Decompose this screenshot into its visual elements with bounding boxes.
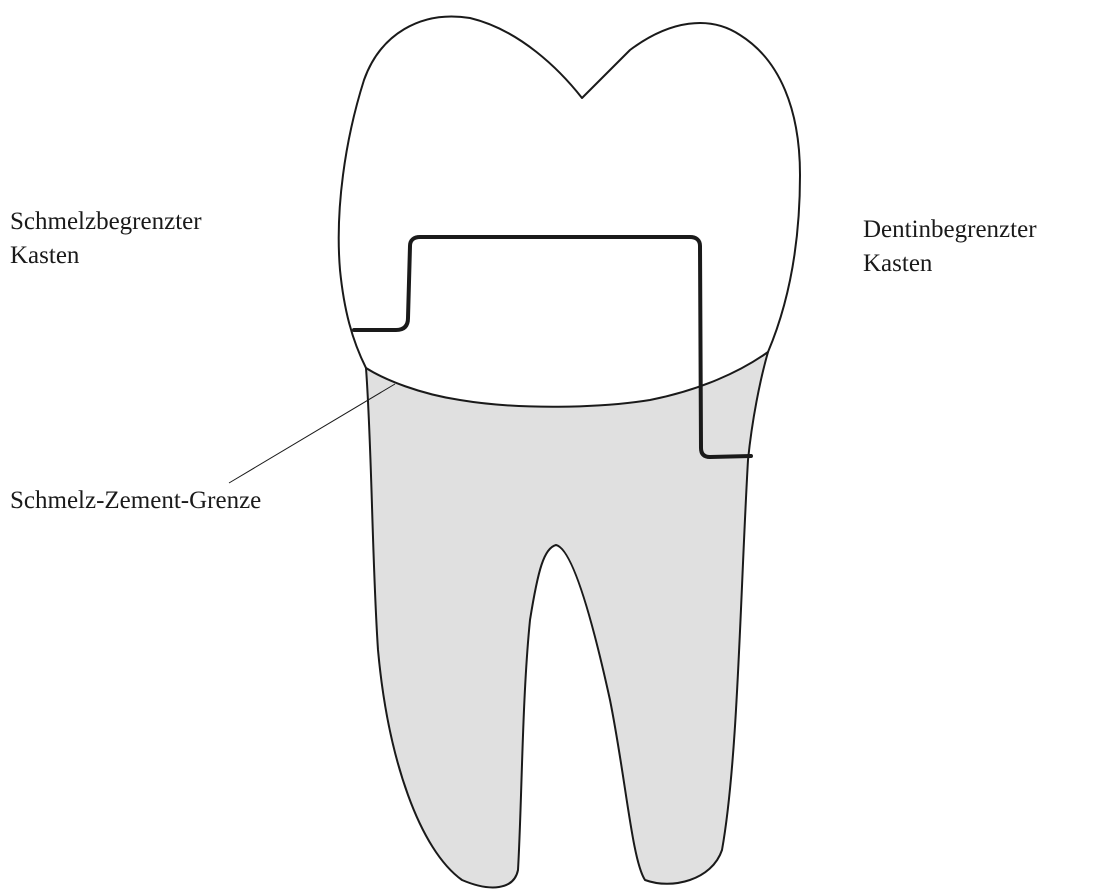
label-enamel-limited-box-line2: Kasten [10,242,80,269]
label-dentin-limited-box-line1: Dentinbegrenzter [863,216,1037,243]
label-cemento-enamel-junction: Schmelz-Zement-Grenze [10,487,261,514]
label-dentin-limited-box-line2: Kasten [863,250,933,277]
tooth-root [366,352,768,887]
label-enamel-limited-box-line1: Schmelzbegrenzter [10,208,202,235]
tooth-crown [339,17,800,407]
